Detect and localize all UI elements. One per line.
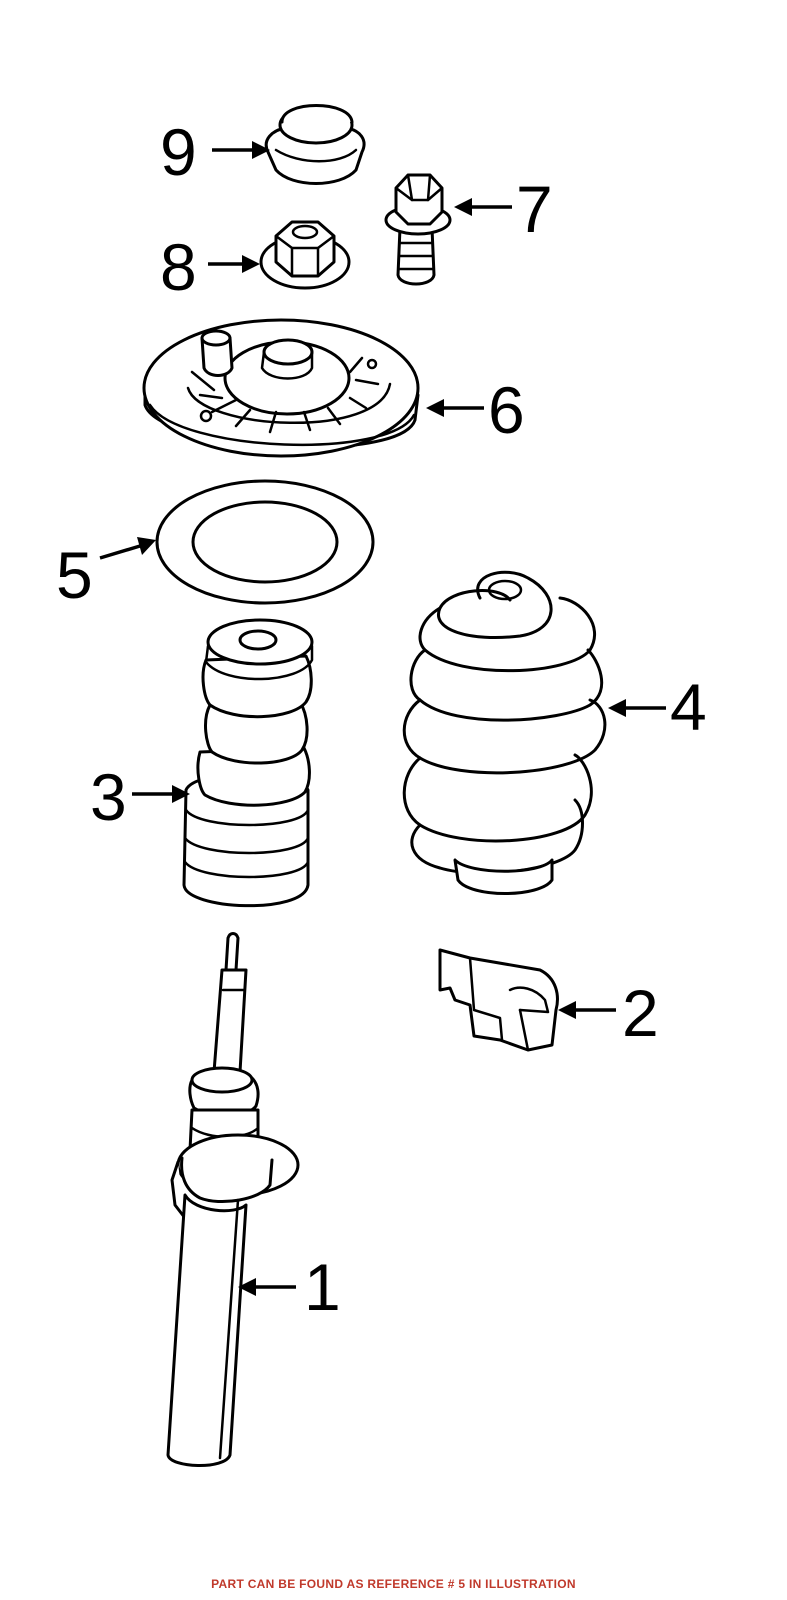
callout-9: 9	[160, 115, 270, 189]
callout-number-4: 4	[670, 670, 707, 744]
footer-note: PART CAN BE FOUND AS REFERENCE # 5 IN IL…	[211, 1577, 576, 1591]
callout-number-8: 8	[160, 230, 197, 304]
callout-1: 1	[238, 1250, 341, 1324]
callout-7: 7	[454, 172, 553, 246]
part-3-bump-stop	[182, 618, 314, 908]
part-4-coil-spring	[402, 570, 607, 895]
callout-6: 6	[426, 373, 525, 447]
callout-number-7: 7	[516, 172, 553, 246]
callout-2: 2	[558, 976, 659, 1050]
callout-number-6: 6	[488, 373, 525, 447]
callout-4: 4	[608, 670, 707, 744]
callout-number-3: 3	[90, 760, 127, 834]
part-6-strut-mount	[142, 318, 420, 458]
callout-number-2: 2	[622, 976, 659, 1050]
part-9-cap	[264, 104, 366, 185]
callout-3: 3	[90, 760, 190, 834]
callout-8: 8	[160, 230, 260, 304]
part-7-bolt	[384, 173, 452, 286]
part-1-strut	[166, 932, 300, 1467]
part-8-nut	[259, 220, 351, 290]
callout-number-5: 5	[56, 538, 93, 612]
callout-number-1: 1	[304, 1250, 341, 1324]
part-2-bracket	[438, 948, 559, 1052]
part-5-seal-ring	[155, 479, 375, 605]
callout-number-9: 9	[160, 115, 197, 189]
callout-5: 5	[56, 537, 156, 612]
